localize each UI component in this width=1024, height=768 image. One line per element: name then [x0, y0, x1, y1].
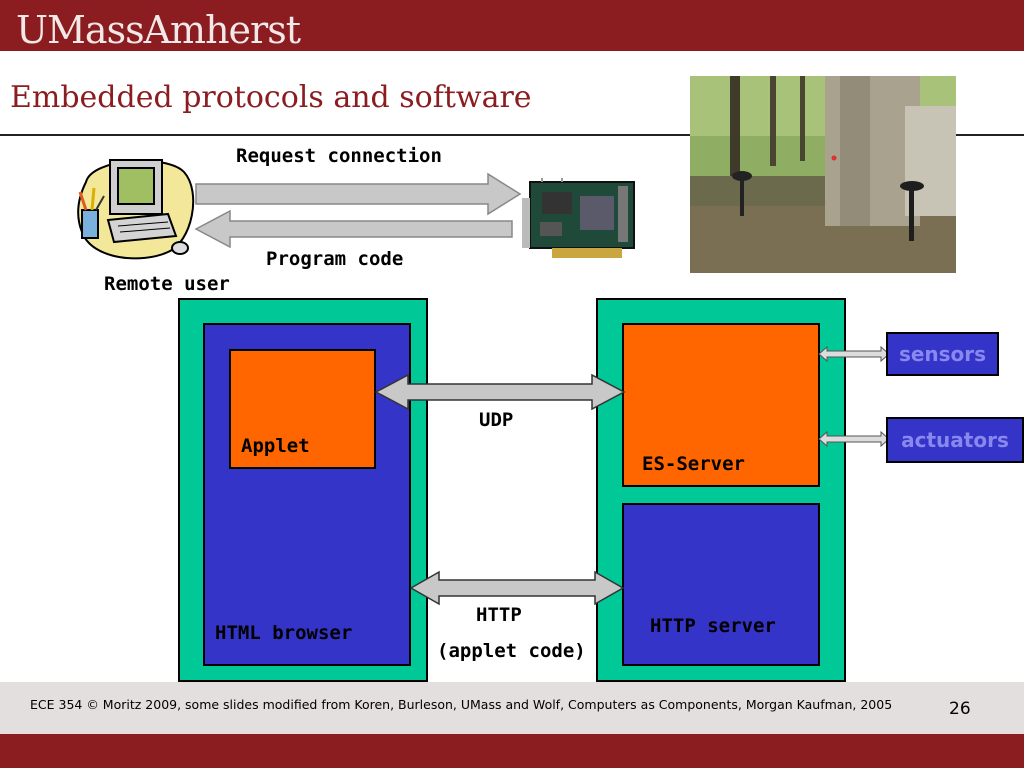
footer-credit: ECE 354 © Moritz 2009, some slides modif… [30, 697, 893, 712]
http-server-label: HTTP server [650, 615, 776, 637]
udp-label: UDP [479, 409, 514, 431]
udp-arrow [374, 373, 626, 411]
sensors-box: sensors [886, 332, 999, 376]
actuators-box: actuators [886, 417, 1024, 463]
request-connection-arrow [195, 172, 522, 216]
header-bar [0, 0, 1024, 51]
http-server-box [622, 503, 820, 666]
html-browser-label: HTML browser [215, 622, 353, 644]
es-server-label: ES-Server [642, 453, 745, 475]
applet-box [229, 349, 376, 469]
page-number: 26 [949, 699, 971, 719]
applet-code-label: (applet code) [437, 640, 586, 662]
title-divider [0, 134, 1024, 136]
remote-user-label: Remote user [104, 273, 230, 295]
footer-bar [0, 682, 1024, 734]
sensors-arrow [818, 345, 890, 363]
bottom-bar [0, 734, 1024, 768]
program-code-label: Program code [266, 248, 404, 270]
es-server-box [622, 323, 820, 487]
umass-logo: UMassAmherst [16, 8, 301, 52]
computer-user-icon [72, 152, 204, 270]
slide-title: Embedded protocols and software [10, 80, 532, 115]
http-arrow [409, 570, 625, 606]
program-code-arrow [194, 209, 513, 249]
applet-label: Applet [241, 435, 310, 457]
http-label: HTTP [476, 604, 522, 626]
embedded-board-icon [522, 178, 638, 266]
actuators-arrow [818, 430, 890, 448]
request-connection-label: Request connection [236, 145, 442, 167]
park-sensor-photo [690, 76, 956, 273]
